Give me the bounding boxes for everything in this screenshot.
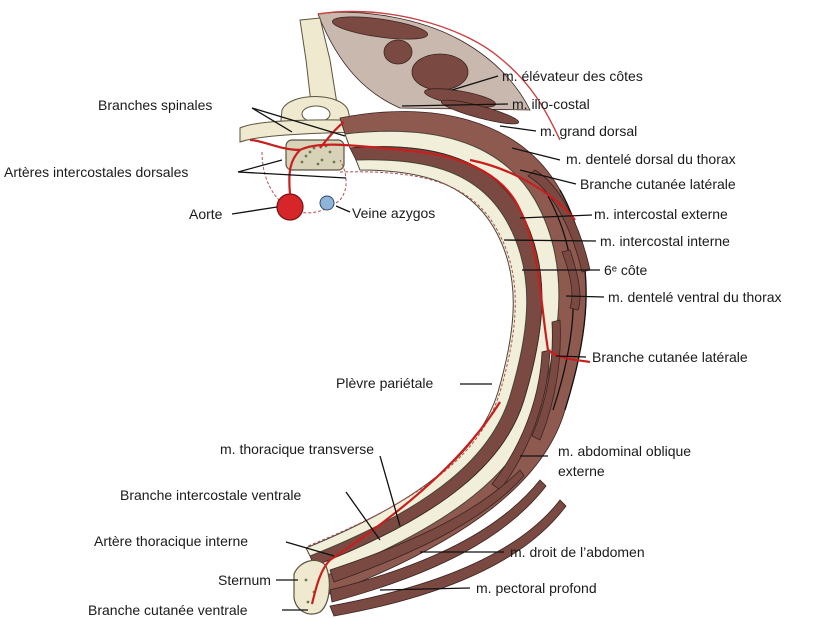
label-branche-intercostale-ventrale: Branche intercostale ventrale: [120, 487, 302, 503]
label-droit-abdomen: m. droit de l’abdomen: [510, 544, 645, 560]
epaxial-muscle-3: [384, 40, 412, 64]
label-arteres-intercostales-dorsales: Artères intercostales dorsales: [4, 164, 188, 180]
label-branche-cutanee-laterale-2: Branche cutanée latérale: [592, 349, 748, 365]
label-grand-dorsal: m. grand dorsal: [540, 123, 637, 139]
azygos-shape: [320, 196, 334, 210]
label-intercostal-externe: m. intercostal externe: [594, 206, 728, 222]
label-plevre-parietale: Plèvre pariétale: [336, 375, 433, 391]
label-ilio-costal: m. ilio-costal: [512, 96, 590, 112]
label-sixieme-cote: 6ᵉ côte: [604, 262, 648, 278]
label-thoracique-transverse: m. thoracique transverse: [220, 441, 374, 457]
label-dentele-ventral: m. dentelé ventral du thorax: [608, 289, 782, 305]
label-veine-azygos: Veine azygos: [352, 205, 435, 221]
label-elevateur-cotes: m. élévateur des côtes: [502, 68, 643, 84]
label-intercostal-interne: m. intercostal interne: [600, 233, 730, 249]
label-abdominal-oblique-2: externe: [558, 463, 605, 479]
label-sternum: Sternum: [218, 572, 271, 588]
label-abdominal-oblique-1: m. abdominal oblique: [558, 443, 691, 459]
label-aorte: Aorte: [189, 206, 223, 222]
aorta-shape: [277, 194, 303, 220]
label-pectoral-profond: m. pectoral profond: [476, 580, 597, 596]
label-branche-cutanee-ventrale: Branche cutanée ventrale: [88, 602, 248, 618]
label-dentele-dorsal: m. dentelé dorsal du thorax: [566, 151, 736, 167]
epaxial-muscle-2: [412, 54, 468, 90]
label-branches-spinales: Branches spinales: [98, 97, 212, 113]
label-artere-thoracique-interne: Artère thoracique interne: [94, 533, 248, 549]
label-branche-cutanee-laterale-1: Branche cutanée latérale: [580, 176, 736, 192]
